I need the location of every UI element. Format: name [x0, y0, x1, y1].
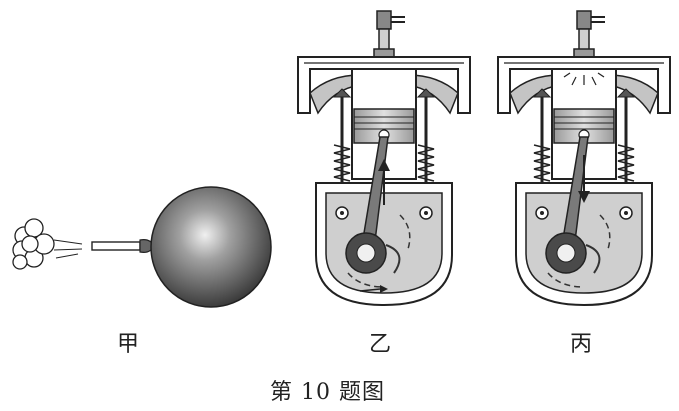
figure-caption: 第 10 题图: [270, 380, 385, 405]
engine-yi: [296, 9, 472, 307]
balloon-diagram: [12, 186, 272, 308]
label-yi: 乙: [369, 332, 392, 357]
engine-bing: [496, 9, 672, 307]
label-jia: 甲: [117, 332, 140, 357]
balloon-icon: [150, 186, 272, 308]
spark-icon: [563, 72, 605, 86]
air-puff-icon: [12, 218, 55, 270]
label-bing: 丙: [570, 332, 593, 357]
